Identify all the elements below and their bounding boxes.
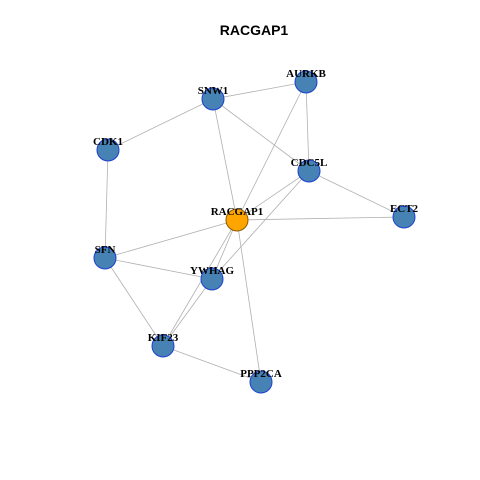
node-ect2 [392, 205, 416, 229]
edge-cdc5l-ywhag [211, 170, 310, 280]
node-label-cdk1: CDK1 [93, 136, 123, 148]
edge-snw1-aurkb [212, 81, 307, 100]
edge-aurkb-cdc5l [305, 81, 310, 172]
edge-sfn-kif23 [104, 257, 164, 347]
edge-snw1-racgap1 [212, 98, 238, 221]
node-aurkb [294, 70, 318, 94]
node-label-ppp2ca: PPP2CA [240, 368, 282, 380]
node-label-racgap1: RACGAP1 [211, 206, 264, 218]
edge-cdc5l-ect2 [308, 170, 405, 218]
edge-racgap1-sfn [104, 219, 238, 259]
diagram-title: RACGAP1 [220, 22, 289, 38]
node-ppp2ca [249, 370, 273, 394]
node-racgap1 [225, 208, 249, 232]
node-cdc5l [297, 159, 321, 183]
edge-kif23-ppp2ca [162, 345, 262, 383]
node-label-kif23: KIF23 [148, 332, 179, 344]
node-snw1 [201, 87, 225, 111]
edge-racgap1-ppp2ca [236, 219, 262, 383]
edge-cdc5l-racgap1 [236, 170, 310, 221]
node-sfn [93, 246, 117, 270]
node-cdk1 [96, 138, 120, 162]
edge-cdk1-sfn [104, 149, 109, 259]
edge-snw1-cdk1 [107, 98, 214, 151]
edge-sfn-ywhag [104, 257, 213, 280]
edge-ywhag-kif23 [162, 278, 213, 347]
node-label-sfn: SFN [95, 244, 116, 256]
node-kif23 [151, 334, 175, 358]
edge-layer [104, 81, 405, 383]
node-label-aurkb: AURKB [286, 68, 326, 80]
node-label-cdc5l: CDC5L [291, 157, 328, 169]
edge-snw1-cdc5l [212, 98, 310, 172]
node-ywhag [200, 267, 224, 291]
node-label-ywhag: YWHAG [190, 265, 234, 277]
node-label-snw1: SNW1 [198, 85, 229, 97]
edge-racgap1-kif23 [162, 219, 238, 347]
node-label-ect2: ECT2 [390, 203, 419, 215]
edge-aurkb-racgap1 [236, 81, 307, 221]
edge-racgap1-ect2 [236, 216, 405, 221]
